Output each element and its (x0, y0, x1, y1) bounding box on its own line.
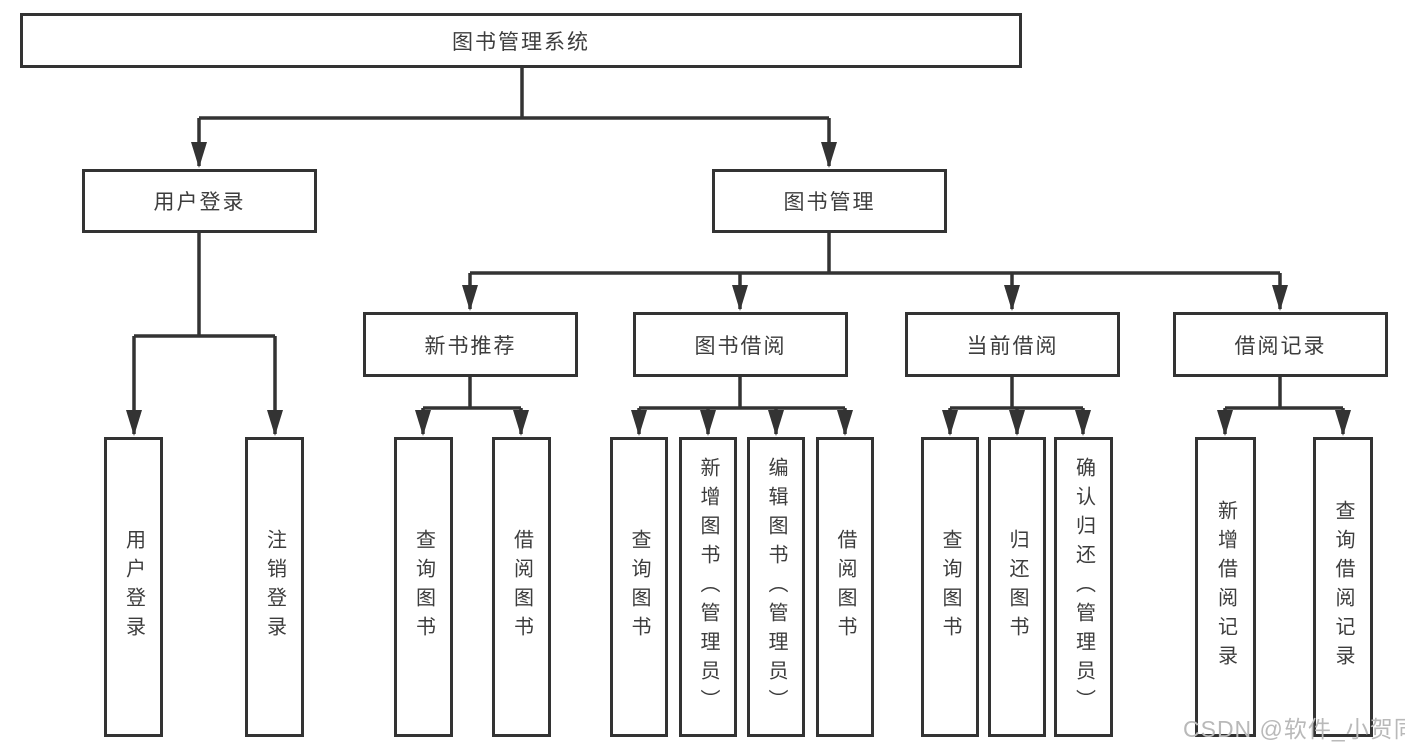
leaf-return-books-label: 归还图书 (1006, 529, 1028, 645)
node-current-borrowing: 当前借阅 (905, 312, 1120, 377)
arrow-head-icons (126, 142, 1351, 436)
leaf-borrow-books-label: 借阅图书 (510, 529, 533, 645)
connector-paths (132, 66, 1345, 434)
node-library-management-system: 图书管理系统 (20, 13, 1022, 68)
leaf-return-books: 归还图书 (988, 437, 1046, 737)
leaf-query-books-label: 查询图书 (412, 529, 435, 645)
leaf-query-books-3: 查询图书 (921, 437, 979, 737)
leaf-query-books-3-label: 查询图书 (939, 529, 961, 645)
leaf-user-login-label: 用户登录 (122, 529, 145, 645)
leaf-add-books-admin-label: 新增图书（管理员） (697, 456, 719, 718)
leaf-user-login: 用户登录 (104, 437, 163, 737)
leaf-logout-label: 注销登录 (263, 529, 286, 645)
leaf-borrow-books: 借阅图书 (492, 437, 551, 737)
leaf-add-borrow-record: 新增借阅记录 (1195, 437, 1256, 737)
leaf-edit-books-admin: 编辑图书（管理员） (747, 437, 805, 737)
leaf-query-borrow-record-label: 查询借阅记录 (1332, 500, 1354, 674)
leaf-confirm-return-admin: 确认归还（管理员） (1054, 437, 1113, 737)
leaf-borrow-books-2-label: 借阅图书 (834, 529, 856, 645)
node-book-borrowing: 图书借阅 (633, 312, 848, 377)
leaf-query-borrow-record: 查询借阅记录 (1313, 437, 1373, 737)
csdn-watermark: CSDN @软件_小贺同学 (1183, 716, 1405, 742)
leaf-query-books-2-label: 查询图书 (628, 529, 650, 645)
node-borrowing-records: 借阅记录 (1173, 312, 1388, 377)
leaf-add-books-admin: 新增图书（管理员） (679, 437, 737, 737)
leaf-query-books: 查询图书 (394, 437, 453, 737)
node-user-login: 用户登录 (82, 169, 317, 233)
node-new-book-recommendation: 新书推荐 (363, 312, 578, 377)
leaf-borrow-books-2: 借阅图书 (816, 437, 874, 737)
leaf-query-books-2: 查询图书 (610, 437, 668, 737)
leaf-confirm-return-admin-label: 确认归还（管理员） (1072, 456, 1095, 718)
leaf-logout: 注销登录 (245, 437, 304, 737)
leaf-add-borrow-record-label: 新增借阅记录 (1214, 500, 1237, 674)
leaf-edit-books-admin-label: 编辑图书（管理员） (765, 456, 787, 718)
node-book-management: 图书管理 (712, 169, 947, 233)
